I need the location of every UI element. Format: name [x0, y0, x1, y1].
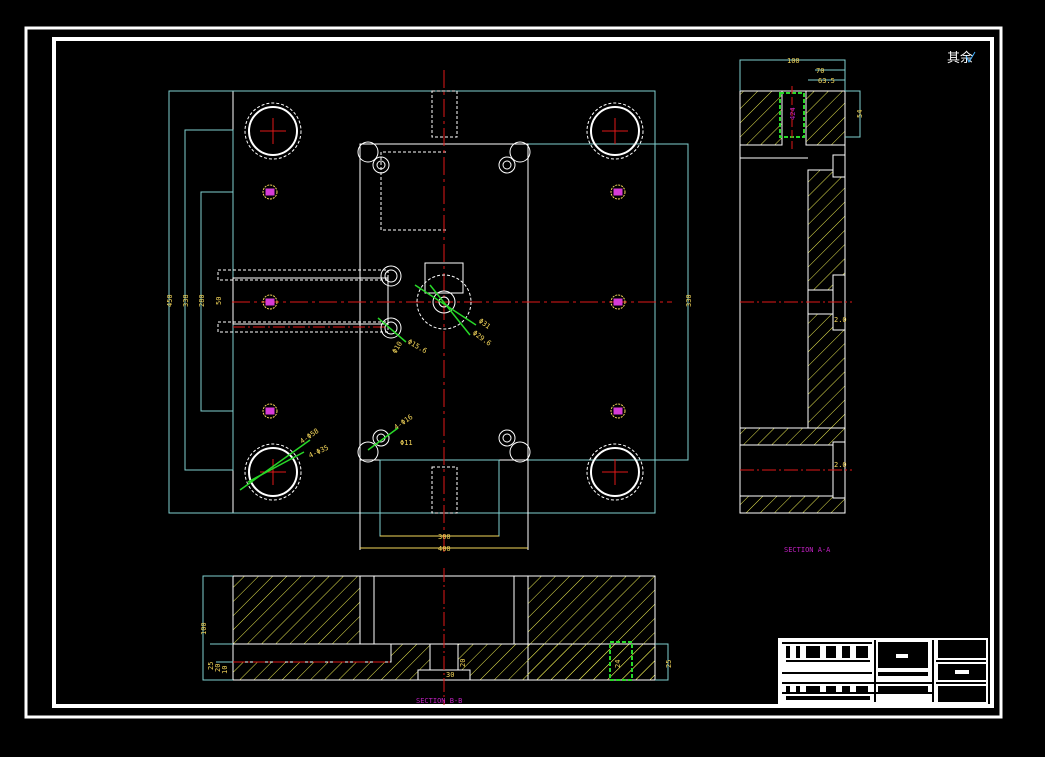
side-hatch-top-left [739, 90, 783, 146]
side-dim-top-3: 63.5 [818, 77, 835, 85]
side-step-1 [832, 154, 846, 178]
dim-left-2: 338 [182, 294, 190, 307]
bottom-dim-right: 25 [665, 660, 673, 668]
sprue-center [416, 274, 472, 330]
sprue-bush-bottom [431, 466, 458, 514]
runner-slot [232, 277, 389, 325]
dim-left-1: 450 [166, 294, 174, 307]
dim-bush-dia: Φ10 [391, 340, 404, 355]
guide-hole-bl [244, 443, 302, 501]
dim-small-dia-2: Φ11 [400, 439, 413, 447]
insert-corner-relief-bl [357, 441, 379, 463]
dim-outer-width: 400 [438, 545, 451, 553]
dim-guide-dia-2: 4-Φ35 [307, 444, 329, 460]
side-section-view: 100 70 63.5 54 2.0 2.0 424 SECTION A-A [739, 57, 864, 554]
side-hatch-bottom [739, 495, 846, 514]
corner-roughness-mark: 其余 [947, 50, 973, 66]
bottom-runner [232, 643, 392, 663]
side-dim-lower: 2.0 [834, 461, 847, 469]
sprue-bush-top [431, 90, 458, 138]
dim-main-dia: Φ31 [477, 317, 492, 331]
bottom-dim-pad: 24 [614, 660, 622, 668]
guide-hole-tl [244, 102, 302, 160]
runner-channel-upper [217, 269, 389, 281]
plan-view: Φ31 Φ29.6 Φ15.6 Φ10 4-Φ16 Φ11 4-Φ58 4-Φ3… [166, 70, 693, 553]
dim-small-dia: 4-Φ16 [393, 413, 415, 432]
bottom-section-view: 100 25 20 10 25 20 24 30 SECTION B-B [200, 568, 673, 705]
dim-stop-dia: Φ15.6 [406, 338, 428, 355]
dim-main-dia-2: Φ29.6 [471, 329, 493, 348]
bottom-dim-a: 25 [207, 662, 215, 670]
bottom-dim-c: 10 [221, 666, 229, 674]
dimension-leaders [239, 284, 477, 491]
insert-screw-holes [372, 156, 516, 447]
side-dim-right: 54 [856, 110, 864, 118]
dim-guide-dia: 4-Φ58 [299, 427, 321, 446]
side-dim-mid: 2.0 [834, 316, 847, 324]
cooling-channel-top [380, 151, 446, 231]
side-dim-top-1: 100 [787, 57, 800, 65]
dim-right: 330 [685, 294, 693, 307]
guide-hole-br [586, 443, 644, 501]
side-hatch-top-right [805, 90, 846, 146]
side-hatch-mid [739, 427, 846, 446]
gate-block [424, 262, 464, 294]
title-block-grid [786, 646, 928, 700]
title-block [778, 638, 988, 704]
insert-corner-relief-tr [509, 141, 531, 163]
outer-border [24, 26, 1003, 719]
plate-right-construction [528, 143, 689, 461]
insert-corner-relief-br [509, 441, 531, 463]
bottom-dim-total: 100 [200, 622, 208, 635]
bottom-dim-b: 20 [214, 664, 222, 672]
insert-bottom-construction [379, 459, 500, 537]
section-label-side: SECTION A-A [784, 546, 831, 554]
side-dim-top-2: 70 [816, 67, 824, 75]
bottom-insert-wall-right [513, 575, 529, 645]
insert-corner-relief-tl [357, 141, 379, 163]
inner-border [52, 37, 994, 708]
dim-left-4: 50 [215, 297, 223, 305]
dim-inner-width: 300 [438, 533, 451, 541]
guide-hole-tr [586, 102, 644, 160]
side-dim-pad: 424 [789, 107, 797, 120]
plate-left-guide-construction [184, 129, 234, 471]
bottom-hatch-left [232, 575, 361, 645]
bottom-dim-bottom: 30 [446, 671, 454, 679]
bottom-dim-center: 20 [459, 659, 467, 667]
tapped-holes [262, 184, 626, 419]
section-label-bottom: SECTION B-B [416, 697, 462, 705]
dim-left-3: 280 [198, 294, 206, 307]
roughness-symbol [965, 51, 976, 64]
bottom-insert-wall-left [359, 575, 375, 645]
